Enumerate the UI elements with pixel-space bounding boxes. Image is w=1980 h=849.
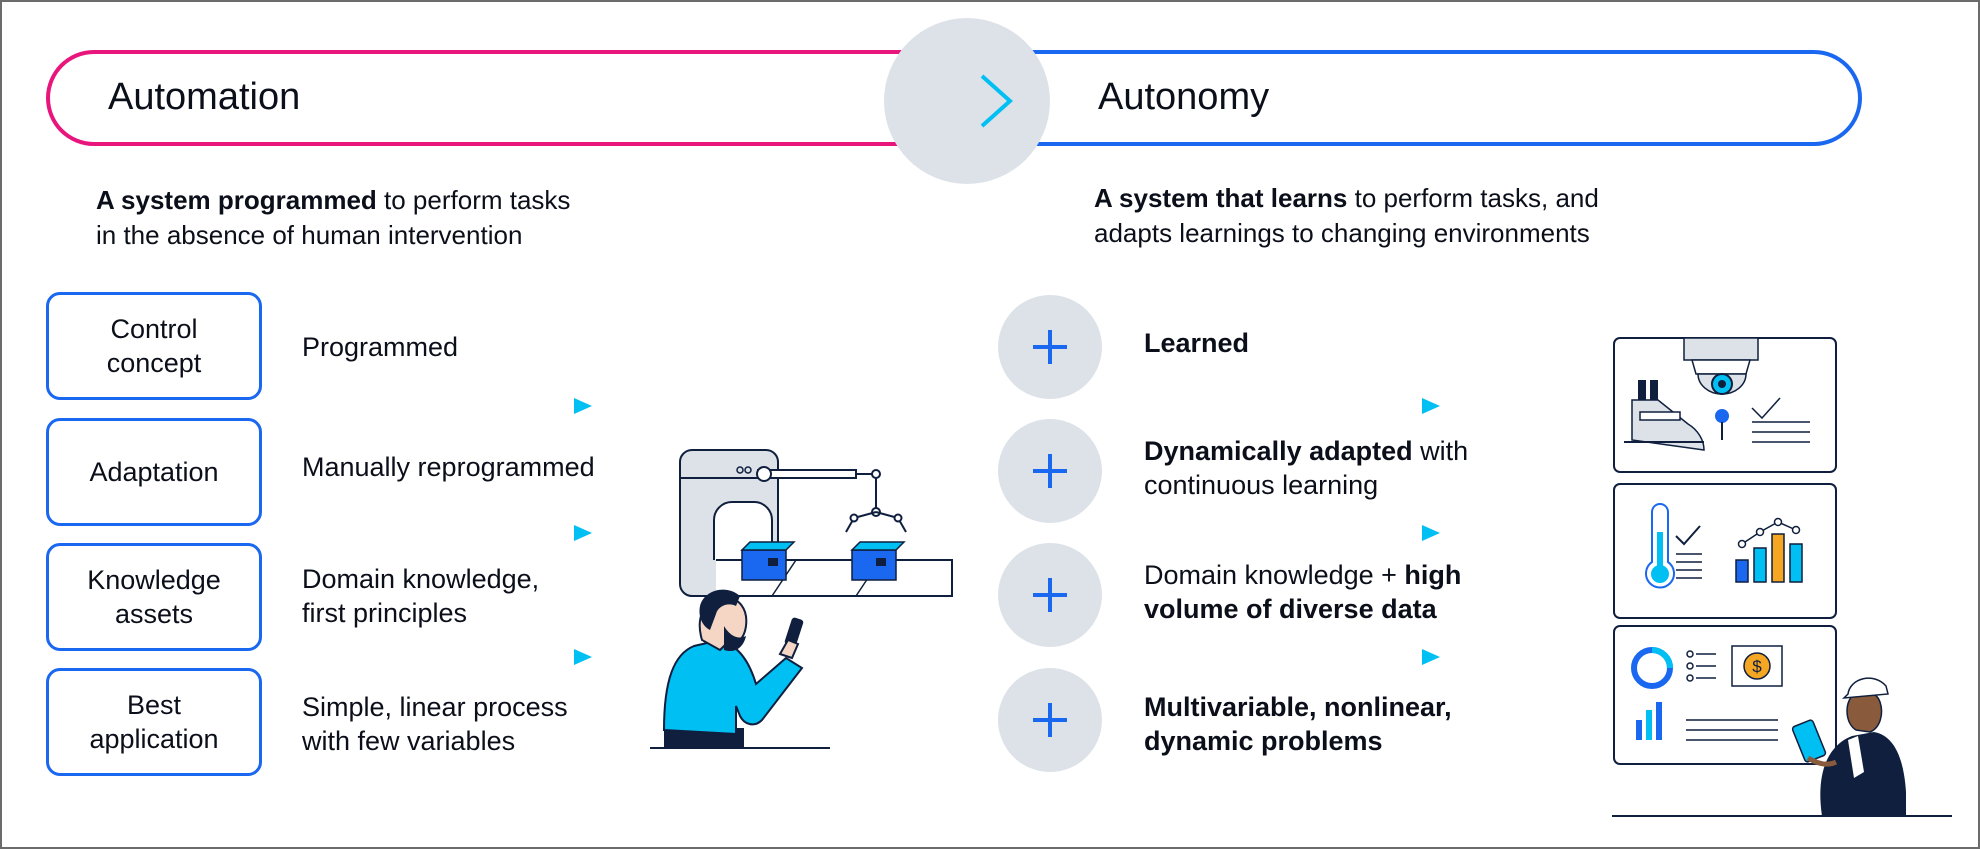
robot-arm-conveyor-icon (679, 449, 953, 597)
automation-pill (46, 50, 966, 146)
arrow-right-2 (1132, 525, 1440, 541)
item-rest: with (1412, 436, 1469, 466)
autonomy-desc-bold: A system that learns (1094, 183, 1348, 213)
autonomy-item-learned: Learned (1144, 326, 1249, 360)
automation-item-domain-knowledge: Domain knowledge, first principles (302, 562, 539, 630)
item-bold-line2: volume of diverse data (1144, 594, 1437, 624)
label-line2: assets (114, 599, 194, 629)
automation-title: Automation (108, 76, 301, 118)
automation-desc-line2: in the absence of human intervention (96, 220, 523, 250)
automation-item-simple-process: Simple, linear process with few variable… (302, 690, 568, 758)
item-line2: with few variables (302, 726, 516, 756)
item-plain: Domain knowledge + (1144, 560, 1405, 590)
autonomy-title: Autonomy (1098, 76, 1270, 118)
automation-desc-bold: A system programmed (96, 185, 377, 215)
label-line2: application (89, 724, 219, 754)
autonomy-item-multivariable: Multivariable, nonlinear, dynamic proble… (1144, 690, 1452, 758)
plus-icon (1033, 454, 1067, 488)
item-line2: continuous learning (1144, 470, 1379, 500)
arrow-right-1 (1132, 398, 1440, 414)
item-bold: Learned (1144, 328, 1250, 358)
camera-factory-icon (1613, 337, 1837, 473)
label-knowledge-assets: Knowledge assets (46, 543, 262, 651)
item-bold: Dynamically adapted (1144, 436, 1413, 466)
label-best-application: Best application (46, 668, 262, 776)
plus-circle-1 (998, 295, 1102, 399)
plus-icon (1033, 703, 1067, 737)
autonomy-desc-line2: adapts learnings to changing environment… (1094, 218, 1590, 248)
plus-circle-4 (998, 668, 1102, 772)
item-line2: first principles (302, 598, 468, 628)
autonomy-item-domain-knowledge: Domain knowledge + high volume of divers… (1144, 558, 1461, 626)
item-line1: Programmed (302, 332, 459, 362)
item-line1: Manually reprogrammed (302, 452, 595, 482)
item-line1: Simple, linear process (302, 692, 568, 722)
plus-circle-2 (998, 419, 1102, 523)
svg-text:$: $ (1752, 657, 1762, 676)
worker-tablet-icon (1612, 677, 1952, 817)
autonomy-pill (1000, 50, 1862, 146)
automation-item-programmed: Programmed (302, 330, 458, 364)
autonomy-item-dynamically-adapted: Dynamically adapted with continuous lear… (1144, 434, 1468, 502)
person-phone-icon (650, 589, 830, 749)
label-adaptation: Adaptation (46, 418, 262, 526)
automation-desc-rest: to perform tasks (376, 185, 571, 215)
thermometer-chart-icon (1613, 483, 1837, 619)
plus-icon (1033, 330, 1067, 364)
arrow-right-icon (926, 74, 1014, 128)
plus-circle-3 (998, 543, 1102, 647)
item-bold: Multivariable, nonlinear, (1144, 692, 1452, 722)
autonomy-description: A system that learns to perform tasks, a… (1094, 181, 1599, 251)
automation-item-reprogrammed: Manually reprogrammed (302, 450, 595, 484)
arrow-left-2 (284, 525, 592, 541)
plus-icon (1033, 578, 1067, 612)
label-control-concept: Control concept (46, 292, 262, 400)
arrow-right-3 (1132, 649, 1440, 665)
label-line1: Best (126, 690, 182, 720)
item-bold: high (1404, 560, 1462, 590)
item-bold-line2: dynamic problems (1144, 726, 1383, 756)
label-line2: concept (106, 348, 202, 378)
arrow-left-3 (284, 649, 592, 665)
automation-description: A system programmed to perform tasks in … (96, 183, 570, 253)
label-line1: Control (110, 314, 198, 344)
label-line1: Knowledge (87, 565, 221, 595)
dashboard-dollar-icon: $ (1613, 625, 1837, 765)
arrow-left-1 (284, 398, 592, 414)
item-line1: Domain knowledge, (302, 564, 540, 594)
label-line1: Adaptation (89, 457, 219, 487)
autonomy-desc-rest: to perform tasks, and (1347, 183, 1599, 213)
